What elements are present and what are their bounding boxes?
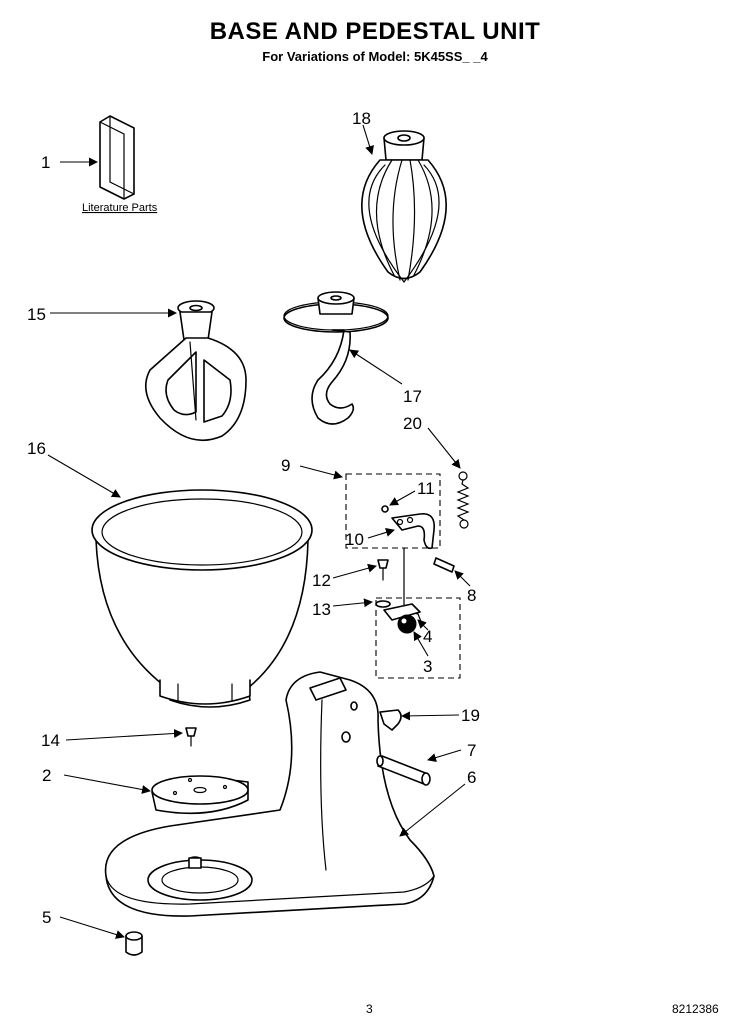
callout-16: 16 (27, 439, 46, 458)
bowl-clamp-plate (151, 775, 249, 815)
pin-8 (433, 557, 455, 573)
spring-20 (456, 471, 470, 529)
callout-17: 17 (403, 387, 422, 406)
callout-15: 15 (27, 305, 46, 324)
callout-2: 2 (42, 766, 51, 785)
callout-leaders (47, 124, 471, 939)
callout-3: 3 (423, 657, 432, 676)
callout-19: 19 (461, 706, 480, 725)
callout-14: 14 (41, 731, 60, 750)
rubber-foot-5 (125, 931, 143, 956)
callout-6: 6 (467, 768, 476, 787)
callout-11: 11 (417, 479, 435, 498)
wire-whip (361, 130, 447, 283)
speed-control-assembly (375, 547, 461, 679)
mixing-bowl (91, 489, 313, 708)
washer-13 (375, 600, 391, 608)
screw-14 (185, 727, 197, 747)
callout-8: 8 (467, 586, 476, 605)
callout-4: 4 (423, 627, 432, 646)
callout-20: 20 (403, 414, 422, 433)
callout-numbers: 1 2 3 4 5 6 7 8 9 10 11 12 13 14 15 16 1… (27, 109, 480, 927)
flat-beater (144, 300, 247, 442)
callout-5: 5 (42, 908, 51, 927)
clip-19 (379, 709, 402, 731)
callout-9: 9 (281, 456, 290, 475)
callout-1: 1 (41, 153, 50, 172)
screw-12 (377, 559, 389, 581)
pedestal-base (104, 671, 435, 917)
document-code: 8212386 (672, 1002, 719, 1016)
callout-12: 12 (312, 571, 331, 590)
page-title: BASE AND PEDESTAL UNIT (209, 18, 541, 45)
latch-assembly (345, 473, 441, 550)
hinge-pin-7 (376, 755, 431, 786)
literature-parts: Literature Parts (82, 115, 158, 214)
page-number: 3 (366, 1002, 373, 1016)
callout-18: 18 (352, 109, 371, 128)
page-subtitle: For Variations of Model: 5K45SS_ _4 (262, 49, 488, 64)
dough-hook (283, 291, 389, 425)
callout-7: 7 (467, 741, 476, 760)
callout-10: 10 (345, 530, 364, 549)
literature-parts-label: Literature Parts (82, 202, 158, 214)
callout-13: 13 (312, 600, 331, 619)
